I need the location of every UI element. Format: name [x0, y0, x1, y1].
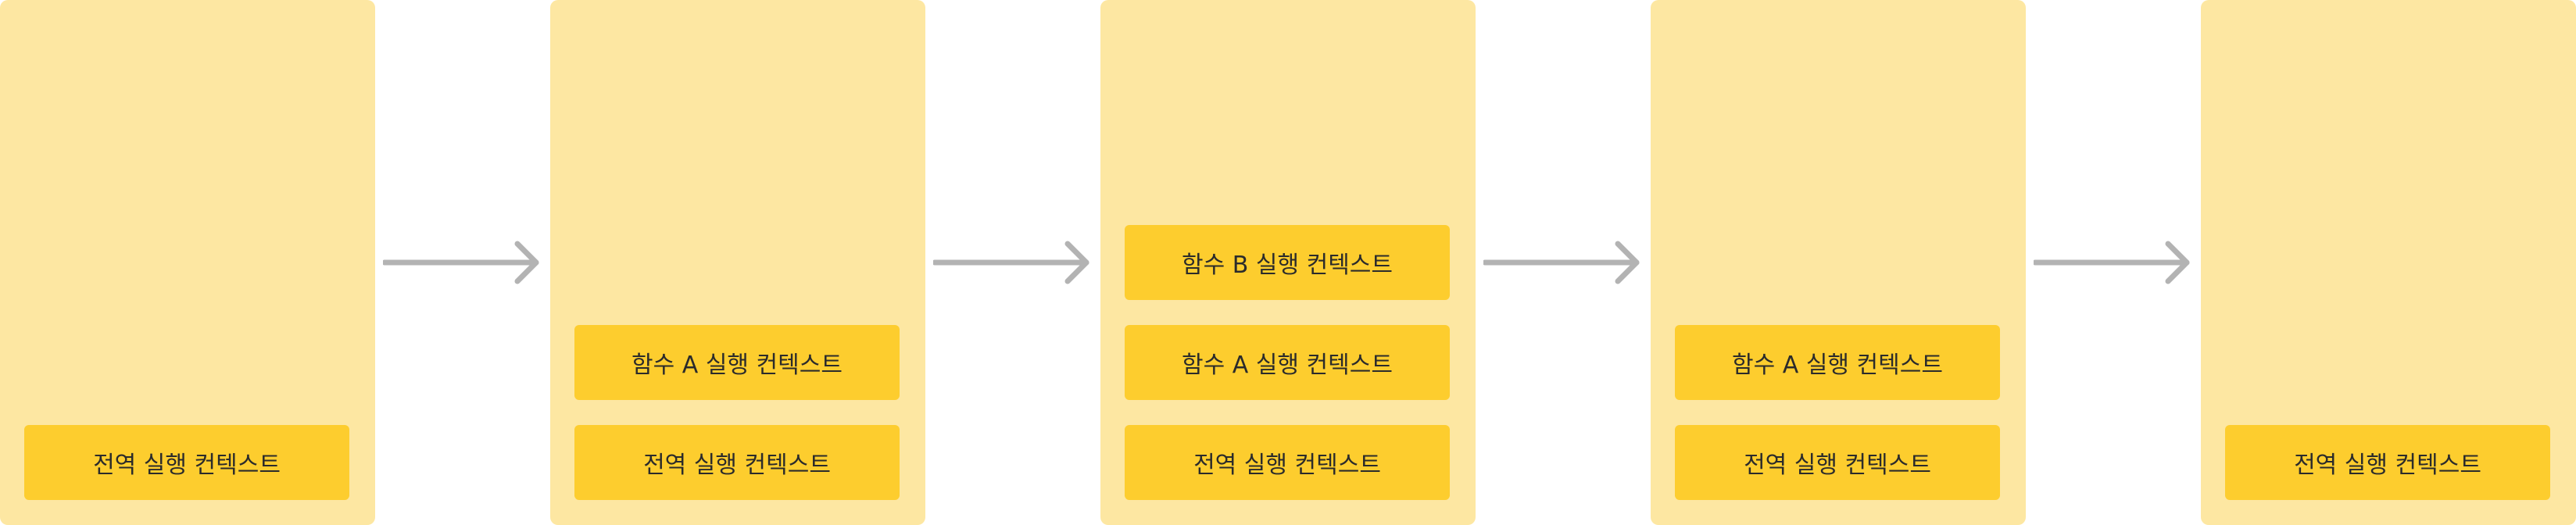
context-box-function-a: 함수 A 실행 컨텍스트 — [1125, 325, 1450, 400]
context-box-global: 전역 실행 컨텍스트 — [1125, 425, 1450, 500]
context-label: 함수 A 실행 컨텍스트 — [1182, 352, 1393, 379]
context-box-global: 전역 실행 컨텍스트 — [2225, 425, 2550, 500]
context-label: 전역 실행 컨텍스트 — [643, 452, 831, 479]
context-label: 전역 실행 컨텍스트 — [1193, 452, 1381, 479]
call-stack-4: 함수 A 실행 컨텍스트 전역 실행 컨텍스트 — [1651, 0, 2026, 525]
arrow-right-icon — [2034, 241, 2190, 284]
context-label: 전역 실행 컨텍스트 — [2294, 452, 2481, 479]
context-box-function-a: 함수 A 실행 컨텍스트 — [574, 325, 900, 400]
arrow-right-icon — [933, 241, 1089, 284]
call-stack-3: 함수 B 실행 컨텍스트 함수 A 실행 컨텍스트 전역 실행 컨텍스트 — [1100, 0, 1476, 525]
context-label: 전역 실행 컨텍스트 — [1744, 452, 1931, 479]
context-label: 함수 B 실행 컨텍스트 — [1182, 252, 1393, 279]
context-box-function-a: 함수 A 실행 컨텍스트 — [1675, 325, 2000, 400]
context-box-global: 전역 실행 컨텍스트 — [1675, 425, 2000, 500]
context-box-global: 전역 실행 컨텍스트 — [574, 425, 900, 500]
context-box-function-b: 함수 B 실행 컨텍스트 — [1125, 225, 1450, 300]
arrow-right-icon — [383, 241, 539, 284]
call-stack-5: 전역 실행 컨텍스트 — [2201, 0, 2576, 525]
call-stack-2: 함수 A 실행 컨텍스트 전역 실행 컨텍스트 — [550, 0, 925, 525]
context-label: 함수 A 실행 컨텍스트 — [1732, 352, 1943, 379]
arrow-right-icon — [1483, 241, 1640, 284]
call-stack-1: 전역 실행 컨텍스트 — [0, 0, 375, 525]
context-label: 전역 실행 컨텍스트 — [93, 452, 281, 479]
context-label: 함수 A 실행 컨텍스트 — [631, 352, 843, 379]
context-box-global: 전역 실행 컨텍스트 — [24, 425, 349, 500]
